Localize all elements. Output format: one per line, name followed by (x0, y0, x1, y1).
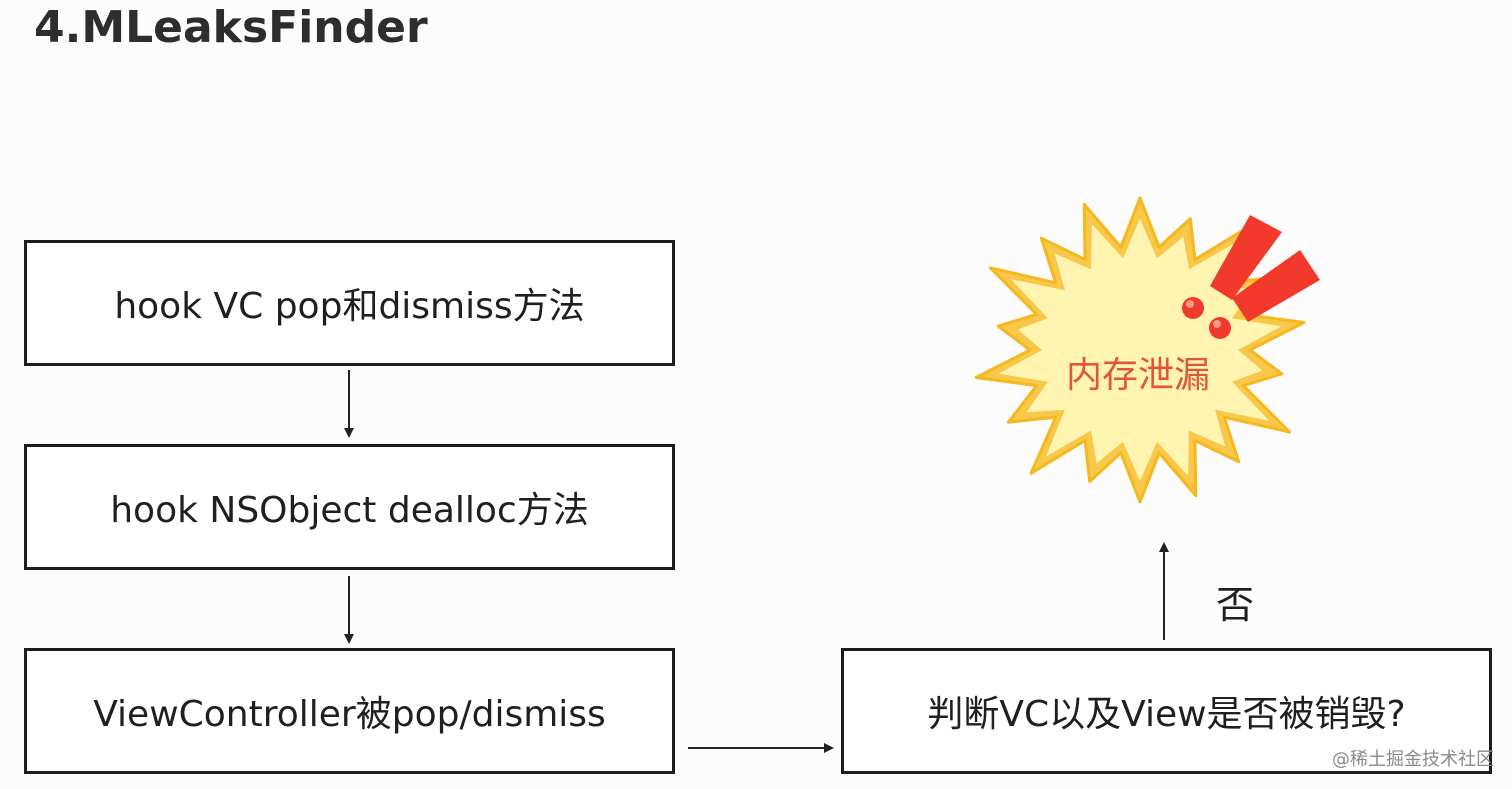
step-vc-popped: ViewController被pop/dismiss (24, 648, 675, 774)
step-label: hook NSObject dealloc方法 (110, 490, 589, 531)
step-label: ViewController被pop/dismiss (93, 694, 606, 735)
decision-label: 判断VC以及View是否被销毁? (927, 694, 1406, 735)
step-hook-pop-dismiss: hook VC pop和dismiss方法 (24, 240, 675, 366)
watermark: @稀土掘金技术社区 (1332, 749, 1494, 770)
branch-no-label: 否 (1216, 583, 1255, 627)
result-label: 内存泄漏 (1066, 355, 1211, 396)
page-title: 4.MLeaksFinder (34, 2, 428, 53)
step-hook-dealloc: hook NSObject dealloc方法 (24, 444, 675, 570)
double-exclamation-icon (1182, 215, 1320, 339)
decision-box: 判断VC以及View是否被销毁? (841, 648, 1492, 774)
step-label: hook VC pop和dismiss方法 (114, 286, 585, 327)
